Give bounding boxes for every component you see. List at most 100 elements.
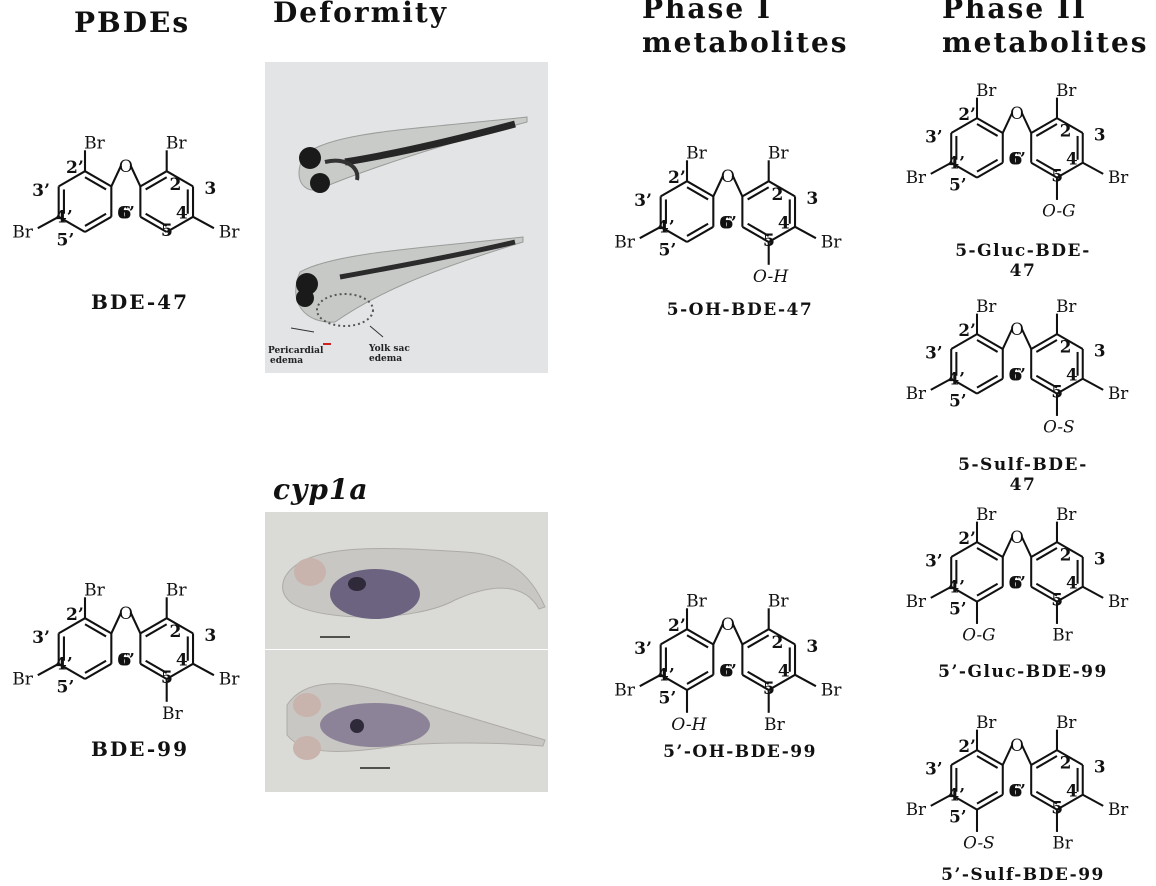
caption-sulf47: 5-Sulf-BDE-47 (958, 455, 1088, 495)
structure-bde47-ring-left-double-bond (84, 176, 107, 191)
structure-oh47-ring-right-double-bond (747, 222, 770, 237)
structure-sulf47-ring-right-bond (1056, 377, 1084, 395)
structure-bde99-br-4p: Br (12, 670, 34, 690)
structure-sulf47-br-bond (930, 377, 952, 391)
structure-gluc99-ring-right-double-bond (1035, 547, 1058, 561)
structure-gluc99-ring-right-bond (1056, 541, 1084, 558)
structure-gluc99-pos-2p: 2’ (958, 528, 975, 548)
structure-sulf47-ring-left-double-bond (976, 339, 999, 353)
structure-sulf99-pos-4: 4 (1066, 781, 1078, 801)
structure-gluc99-br-4p: Br (906, 591, 926, 611)
structure-sulf47-pos-6: 6 (1011, 365, 1023, 385)
structure-sulf99-br-2p: Br (976, 712, 996, 732)
structure-gluc47-ring-right-bond (1030, 117, 1058, 134)
structure-oh47-substituent: O-H (753, 267, 789, 287)
structure-oh99-pos-2p: 2’ (668, 616, 686, 636)
structure-bde47-ring-left-double-bond (84, 212, 107, 227)
header-pbdes: PBDEs (74, 6, 191, 39)
structure-bde47-ring-left-bond (58, 170, 86, 188)
structure-sulf99-pos-6: 6 (1011, 781, 1023, 801)
structure-bde47-pos-2p: 2’ (66, 158, 84, 178)
structure-bde47-oxygen: O (119, 157, 133, 177)
structure-bde99-br-bond (192, 662, 215, 677)
structure-sulf99-pos-4p: 4’ (948, 784, 965, 804)
structure-bde99-pos-6p: 6’ (117, 651, 135, 671)
structure-oh47-ring-left-bond (686, 180, 714, 198)
structure-bde99-pos-4: 4 (176, 651, 188, 671)
structure-gluc99-ring-left-double-bond (976, 582, 999, 597)
structure-gluc99-pos-5p: 5’ (949, 599, 966, 619)
structure-oh47-br-2p: Br (686, 143, 708, 163)
structure-gluc99-ring-left-bond (950, 585, 978, 603)
cyp1a-photo-dorsal (265, 650, 548, 792)
structure-sulf47-ring-right-bond (1030, 377, 1058, 395)
structure-oh99-ring-left-bond (660, 628, 688, 646)
structure-gluc47-substituent: O-G (1042, 201, 1075, 221)
cyp1a-photo-lateral (265, 512, 548, 649)
structure-oh99-pos-4: 4 (778, 662, 790, 682)
structure-bde99-ether-bond (129, 612, 142, 634)
structure-gluc47-oxygen: O (1010, 103, 1024, 123)
structure-sulf47-ether-bond (1001, 328, 1014, 350)
structure-oh47-pos-5p: 5’ (659, 240, 677, 260)
structure-bde47-pos-5: 5 (161, 221, 173, 241)
deformed-larva (295, 236, 524, 327)
structure-bde99-pos-3: 3 (204, 626, 216, 646)
structure-sulf47-ring-right-bond (1030, 333, 1058, 350)
structure-sulf99-br-2: Br (1056, 712, 1076, 732)
structure-oh47-ring-left-bond (660, 225, 688, 243)
structure-bde99-pos-2: 2 (170, 622, 182, 642)
structure-gluc99-oxygen: O (1010, 527, 1024, 547)
structure-bde99-br-2p: Br (84, 580, 106, 600)
structure-gluc47-br-4: Br (1108, 167, 1128, 187)
structure-bde47-pos-4p: 4’ (55, 208, 73, 228)
structure-oh47-ether-bond (731, 175, 744, 197)
structure-sulf99-ring-left-bond (950, 793, 978, 811)
structure-sulf47-pos-2p: 2’ (958, 320, 975, 340)
structure-oh47-br-4p: Br (614, 233, 636, 253)
structure-gluc47-pos-5p: 5’ (949, 175, 966, 195)
structure-sulf99-ring-left-double-bond (976, 790, 999, 805)
structure-bde99-ring-right-bond (139, 662, 168, 680)
structure-oh47-br-bond (639, 225, 662, 240)
structure-sulf47-ring-left-bond (976, 377, 1004, 395)
structure-gluc47-ring-right-bond (1030, 161, 1058, 179)
structure-oh99-br-5: Br (764, 715, 786, 735)
structure-gluc47-ring-right-bond (1056, 161, 1084, 179)
structure-oh47-pos-6p: 6’ (719, 214, 737, 234)
structure-gluc47-ring-right-double-bond (1035, 123, 1058, 137)
structure-bde47-pos-4: 4 (176, 204, 188, 224)
structure-oh99-ring-right-bond (741, 628, 770, 646)
structure-sulf99-pos-3p: 3’ (925, 758, 942, 778)
structure-sulf99-pos-3: 3 (1094, 756, 1106, 776)
structure-sulf47-ring-left-bond (950, 333, 978, 350)
structure-oh99-ring-left-bond (660, 673, 688, 691)
structure-bde47-ring-right-bond (139, 170, 168, 188)
structure-sulf99-ring-right-bond (1030, 793, 1058, 811)
structure-gluc99-ether-bond (1001, 536, 1014, 558)
structure-gluc99-br-4: Br (1108, 591, 1128, 611)
structure-gluc47-ring-left-bond (950, 117, 978, 134)
structure-oh47-pos-5: 5 (763, 231, 775, 251)
structure-bde47-ether-bond (129, 165, 142, 187)
structure-bde99-ring-right-double-bond (145, 659, 168, 674)
structure-gluc47-pos-4: 4 (1066, 149, 1078, 169)
structure-oh47-ring-left-double-bond (686, 222, 709, 237)
structure-gluc99-ring-right-bond (1030, 541, 1058, 558)
normal-larva (298, 116, 528, 193)
structure-oh47-pos-4: 4 (778, 214, 790, 234)
structure-sulf99-br-4: Br (1108, 799, 1128, 819)
structure-oh99-br-4p: Br (614, 681, 636, 701)
structure-bde99-pos-5: 5 (161, 668, 173, 688)
structure-gluc99-ring-right-bond (1030, 585, 1058, 603)
structure-oh99-br-bond (639, 673, 662, 688)
structure-oh99-ether-bond (712, 623, 725, 645)
structure-sulf47-br-4p: Br (906, 383, 926, 403)
structure-bde47-ring-right-bond (166, 170, 194, 188)
structure-bde47-ring-right-double-bond (145, 212, 168, 227)
structure-sulf47-pos-6p: 6’ (1008, 365, 1025, 385)
